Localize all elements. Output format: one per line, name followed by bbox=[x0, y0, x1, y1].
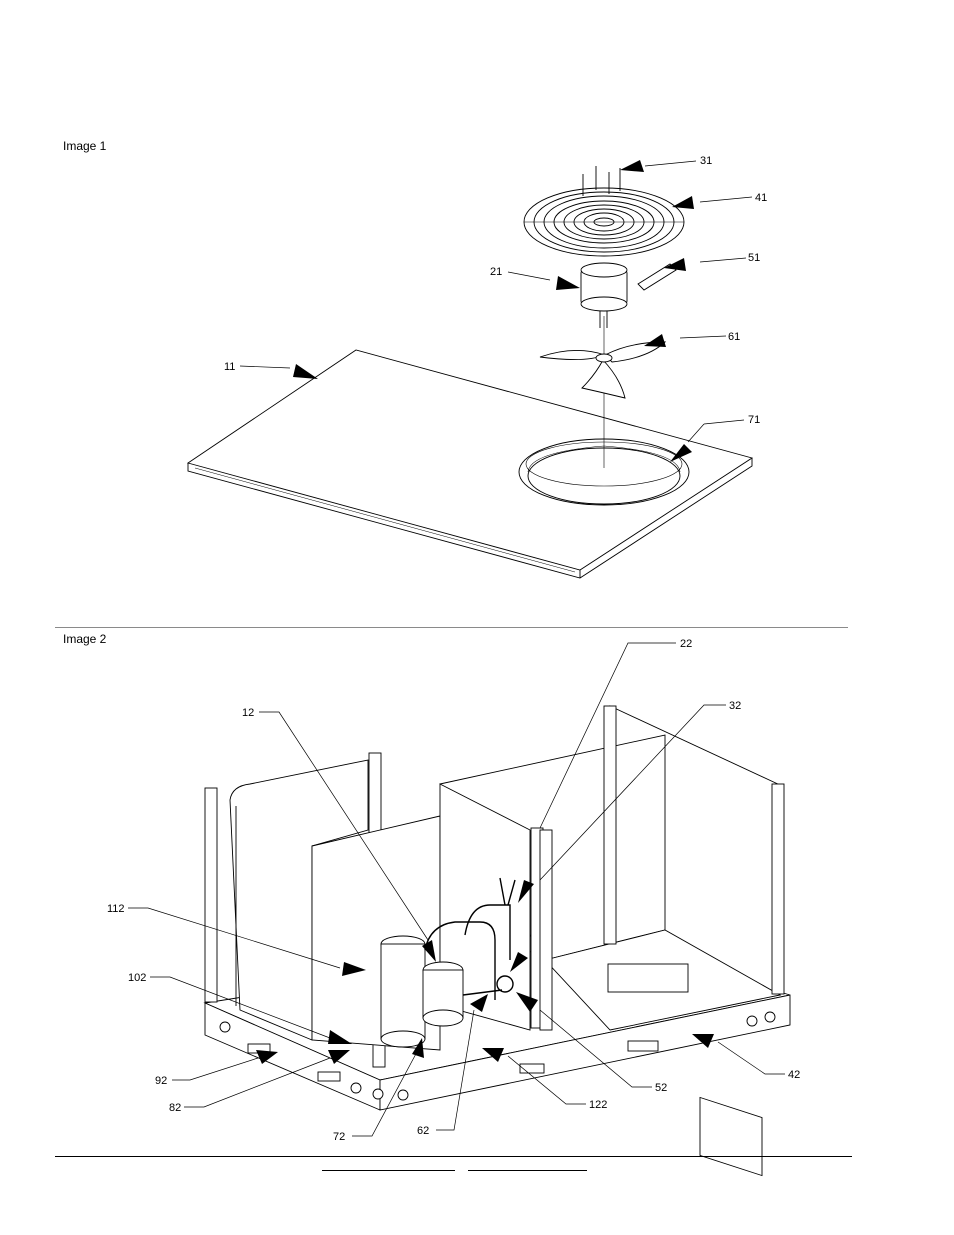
callout-52: 52 bbox=[655, 1082, 667, 1094]
footer-line-right bbox=[468, 1170, 587, 1171]
callout-41: 41 bbox=[755, 192, 767, 204]
callout-31: 31 bbox=[700, 155, 712, 167]
footer-line-left bbox=[322, 1170, 455, 1171]
callout-71: 71 bbox=[748, 414, 760, 426]
image-1-callout-labels: 31 41 51 21 61 11 71 bbox=[224, 155, 767, 426]
callout-11: 11 bbox=[224, 361, 235, 373]
callout-32: 32 bbox=[729, 700, 741, 712]
callout-12: 12 bbox=[242, 707, 254, 719]
fan-blade bbox=[539, 341, 667, 399]
image-1-callout-arrows bbox=[239, 160, 753, 462]
callout-112: 112 bbox=[107, 903, 125, 915]
fan-motor bbox=[580, 262, 628, 328]
section-divider bbox=[55, 627, 848, 628]
callout-62: 62 bbox=[417, 1125, 429, 1137]
callout-42: 42 bbox=[788, 1069, 800, 1081]
compressor bbox=[380, 935, 464, 1048]
image-2-caption: Image 2 bbox=[63, 632, 107, 646]
callout-21: 21 bbox=[490, 266, 502, 278]
footer-divider bbox=[55, 1156, 852, 1157]
callout-51: 51 bbox=[748, 252, 760, 264]
callout-102: 102 bbox=[128, 972, 146, 984]
image-2-callout-arrows bbox=[128, 642, 785, 1137]
motor-tube bbox=[637, 263, 677, 291]
callout-72: 72 bbox=[333, 1131, 345, 1143]
top-panel bbox=[186, 349, 754, 579]
fan-guard bbox=[523, 187, 685, 257]
callout-92: 92 bbox=[155, 1075, 167, 1087]
refrigerant-piping bbox=[424, 877, 516, 1000]
callout-82: 82 bbox=[169, 1102, 181, 1114]
guard-screws bbox=[582, 166, 621, 196]
callout-22: 22 bbox=[680, 638, 692, 650]
callout-122: 122 bbox=[589, 1099, 607, 1111]
image-1-caption: Image 1 bbox=[63, 139, 107, 153]
callout-61: 61 bbox=[728, 331, 740, 343]
image-2-callout-labels: 22 32 12 112 102 92 82 72 62 122 52 42 bbox=[107, 638, 800, 1143]
